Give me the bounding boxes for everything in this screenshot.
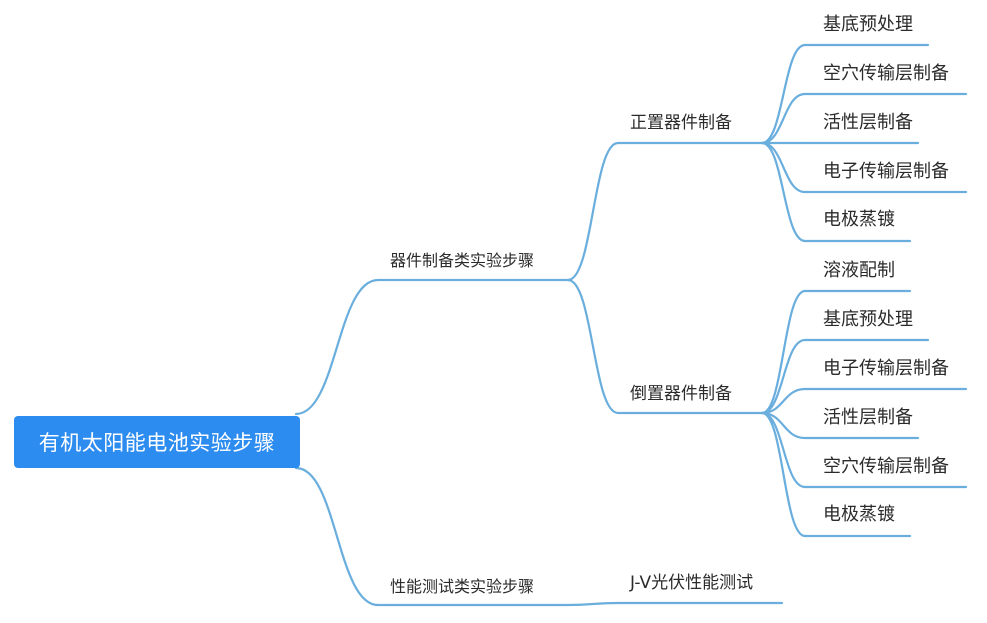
leaf-inverted-4[interactable]: 活性层制备 (823, 407, 913, 428)
leaf-inverted-3[interactable]: 电子传输层制备 (823, 358, 949, 379)
leaf-inverted-1[interactable]: 溶液配制 (823, 260, 895, 281)
leaf-conventional-5[interactable]: 电极蒸镀 (823, 209, 895, 230)
leaf-conventional-3[interactable]: 活性层制备 (823, 112, 913, 133)
connector-24 (760, 387, 807, 415)
root-node-label: 有机太阳能电池实验步骤 (38, 431, 276, 455)
connector-18 (760, 141, 807, 243)
leaf-inverted-2[interactable]: 基底预处理 (823, 309, 913, 330)
root-node[interactable]: 有机太阳能电池实验步骤 (14, 416, 300, 468)
connector-1 (294, 466, 380, 607)
connector-20 (760, 289, 807, 415)
branch-performance-testing[interactable]: 性能测试类实验步骤 (390, 577, 535, 596)
leaf-conventional-1[interactable]: 基底预处理 (823, 14, 913, 35)
node-inverted-device[interactable]: 倒置器件制备 (630, 384, 732, 404)
connector-22 (760, 338, 807, 415)
connector-30 (760, 411, 807, 538)
leaf-inverted-6[interactable]: 电极蒸镀 (823, 504, 895, 525)
leaf-conventional-4[interactable]: 电子传输层制备 (823, 161, 949, 182)
branch-device-fabrication[interactable]: 器件制备类实验步骤 (390, 251, 535, 270)
connector-16 (760, 141, 807, 194)
connector-0 (294, 278, 380, 416)
connector-4 (566, 141, 620, 282)
connector-10 (760, 43, 807, 145)
connector-6 (566, 601, 620, 607)
leaf-inverted-5[interactable]: 空穴传输层制备 (823, 456, 949, 477)
leaf-conventional-2[interactable]: 空穴传输层制备 (823, 63, 949, 84)
connector-5 (566, 278, 620, 415)
connector-12 (760, 92, 807, 145)
node-jv-testing[interactable]: J-V光伏性能测试 (630, 573, 754, 593)
node-conventional-device[interactable]: 正置器件制备 (630, 113, 732, 133)
